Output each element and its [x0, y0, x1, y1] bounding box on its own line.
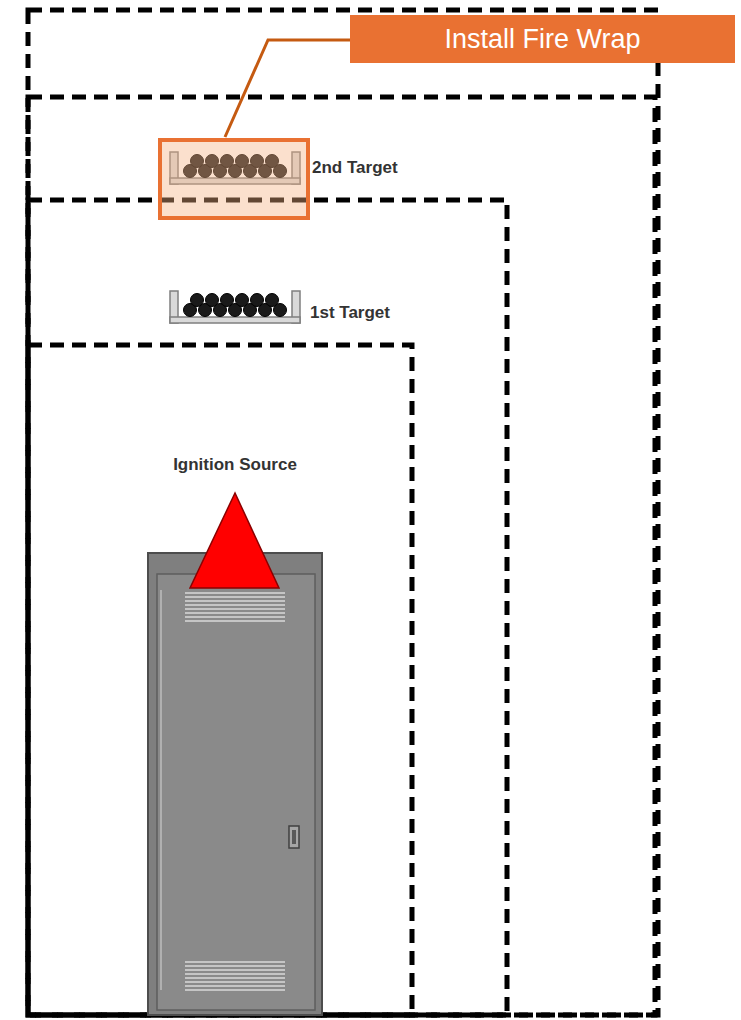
- cabinet-handle-slot: [292, 830, 296, 844]
- zone-label: Ignition Source: [173, 455, 297, 475]
- cabinet-handle: [289, 826, 299, 848]
- vent-slat: [185, 608, 285, 610]
- zone-label: 2nd Target: [312, 158, 398, 178]
- vent-slat: [185, 969, 285, 971]
- ignition-zone: [28, 345, 412, 1015]
- vent-slat: [185, 985, 285, 987]
- vent-slat: [185, 600, 285, 602]
- vent-slat: [185, 973, 285, 975]
- zone-outlines: [28, 10, 658, 1015]
- cabinet-vents: [185, 593, 285, 990]
- cable: [266, 294, 279, 307]
- tray-bottom: [170, 317, 300, 323]
- outer-zone: [28, 10, 658, 1015]
- cable: [251, 294, 264, 307]
- vent-slat: [185, 604, 285, 606]
- leader-line: [225, 40, 352, 137]
- callout-box: Install Fire Wrap: [350, 15, 735, 63]
- vent-slat: [185, 592, 285, 594]
- vent-slat: [185, 620, 285, 622]
- cabinet-door: [157, 574, 315, 1010]
- vent-slat: [185, 965, 285, 967]
- electrical-cabinet: [148, 553, 322, 1015]
- callout-text: Install Fire Wrap: [444, 24, 640, 55]
- cable: [221, 294, 234, 307]
- vent-slat: [185, 977, 285, 979]
- vent-slat: [185, 596, 285, 598]
- zone-label: 1st Target: [310, 303, 390, 323]
- vent-slat: [185, 612, 285, 614]
- vent-slat: [185, 616, 285, 618]
- vent-slat: [185, 981, 285, 983]
- second-zone: [28, 97, 655, 1015]
- cable: [236, 294, 249, 307]
- cable-tray: [170, 291, 300, 323]
- cabinet-hinge: [160, 590, 162, 990]
- cabinet-body: [148, 553, 322, 1015]
- vent-slat: [185, 961, 285, 963]
- first-zone: [28, 200, 507, 1015]
- cable: [191, 294, 204, 307]
- ignition-triangle: [190, 493, 279, 588]
- cable: [206, 294, 219, 307]
- vent-slat: [185, 989, 285, 991]
- fire-wrap-highlight: [160, 140, 308, 218]
